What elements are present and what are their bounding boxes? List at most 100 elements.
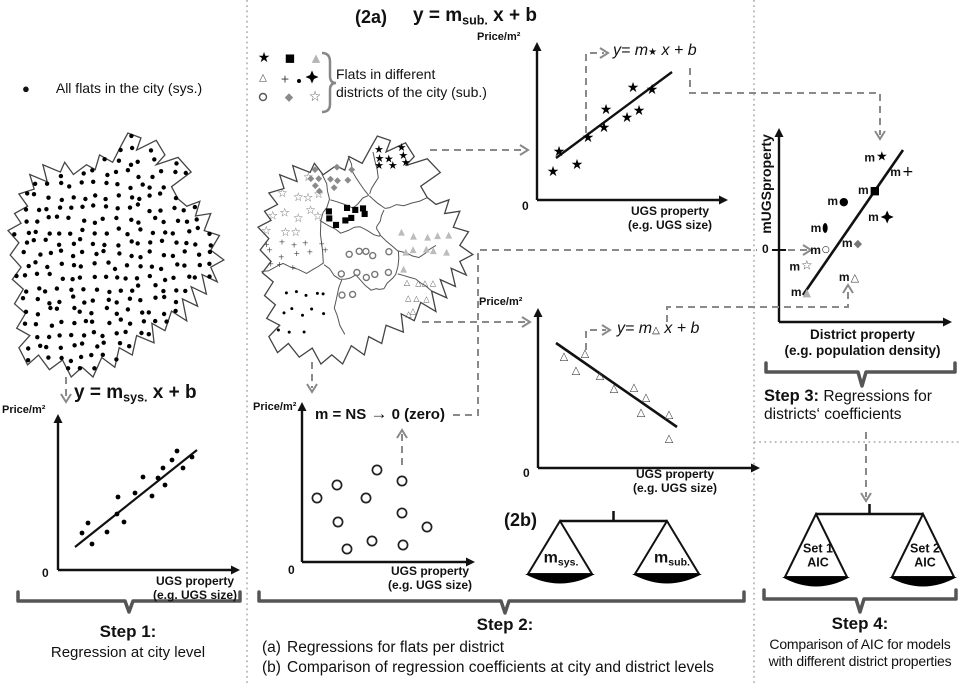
data-dot [189, 454, 195, 460]
symbol-legend: + [280, 73, 289, 86]
open-triangle-icon: △ [850, 270, 860, 284]
symbol-black-star: ★ [374, 143, 384, 156]
data-dot [79, 530, 85, 536]
district-border [330, 194, 369, 209]
star-plot-origin: 0 [522, 199, 529, 213]
district-four-point-star [370, 0, 414, 191]
symbol-black-square: ■ [351, 205, 359, 214]
axis-arrow-icon [719, 195, 728, 205]
coefficient-point-four-point-star: m [868, 210, 894, 224]
symbol-gray-triangle: ▲ [445, 230, 452, 240]
coefficient-label: m [857, 183, 869, 197]
data-dot [162, 482, 168, 488]
symbol-gray-diamond: ◆ [327, 174, 334, 184]
symbol-dot [276, 328, 280, 332]
axis-arrow-icon [751, 463, 760, 473]
balance-pan-set1: Set 1 AIC [803, 541, 833, 569]
symbol-gray-triangle: ▲ [402, 248, 409, 258]
arrowhead-icon [874, 130, 886, 141]
star-plot-ylabel: Price/m² [477, 31, 521, 43]
coefficient-label: m [890, 165, 901, 179]
coef-plot-zero: 0 [762, 242, 769, 256]
pan-bowl [525, 574, 595, 584]
coef-plot-ylabel: mUGSproperty [757, 134, 774, 234]
symbol-triangle: △ [610, 382, 619, 395]
symbol-triangle: △ [596, 369, 605, 382]
symbol-circle [348, 290, 357, 299]
symbol-legend: ☆ [309, 89, 322, 105]
symbol-legend: ★ [258, 50, 271, 66]
district-black-square: ■■■■■■■■■ [325, 203, 368, 229]
arrowhead-icon [802, 244, 813, 256]
plot1-ylabel: Price/m² [2, 404, 46, 416]
triangle-plot-origin: 0 [523, 466, 530, 480]
data-dot [160, 465, 166, 471]
coefficient-point-open-circle: m○ [810, 243, 830, 257]
district-border [333, 279, 346, 335]
symbol-black-square: ■ [343, 203, 351, 212]
symbol-black-square: ■ [361, 209, 369, 218]
symbol-circle [362, 247, 370, 256]
balance-pan-set2: Set 2 AIC [910, 541, 940, 569]
symbol-dot [322, 312, 326, 316]
coefficient-point-gray-diamond: m◆ [842, 236, 862, 250]
arrowhead-icon [599, 47, 610, 59]
symbol-gray-triangle: ▲ [410, 245, 417, 255]
city-legend: ●All flats in the city (sys.) [22, 80, 202, 97]
symbol-open-star: ☆ [279, 206, 290, 220]
symbol-star: ★ [600, 102, 613, 118]
axis-arrow-icon [466, 557, 475, 567]
pan-bowl [889, 577, 957, 587]
symbol-open-star: ☆ [303, 190, 314, 204]
balance-pan-msub: msub. [654, 549, 690, 569]
step2-brace [257, 590, 746, 615]
symbol-black-square: ■ [325, 207, 333, 216]
symbol-small-cross: + [318, 239, 325, 248]
symbol-triangle: △ [665, 432, 674, 445]
data-dot [140, 474, 146, 480]
symbol-circle [258, 92, 268, 102]
black-circle-icon: ● [839, 194, 849, 208]
symbol-dot [297, 79, 301, 83]
symbol-dot [294, 290, 298, 294]
symbol-open-triangle: △ [422, 279, 429, 288]
district-gray-triangle: ▲▲▲▲▲▲▲▲▲▲▲ [398, 228, 452, 275]
symbol-gray-diamond: ◆ [334, 176, 341, 186]
symbol-open-star: ☆ [305, 203, 316, 217]
symbol-star: ★ [553, 144, 566, 160]
symbol-triangle: △ [581, 347, 590, 360]
symbol-gray-triangle: ▲ [423, 245, 430, 255]
arrowhead-icon [521, 316, 532, 328]
symbol-open-star: ☆ [313, 209, 324, 223]
coefficient-point-black-circle: m● [827, 194, 848, 208]
black-star-icon: ★ [876, 149, 888, 165]
arrowhead-icon [60, 393, 72, 404]
coefficient-label: m [789, 259, 801, 273]
district-border [376, 209, 385, 237]
data-circle [360, 492, 372, 504]
regression-line-coefficients [801, 149, 905, 296]
legend-brace [321, 51, 337, 114]
symbol-dot [302, 330, 306, 334]
symbol-black-star: ★ [397, 141, 407, 154]
symbol-triangle: △ [572, 364, 581, 377]
symbol-legend: △ [259, 73, 267, 84]
symbol-open-triangle: △ [415, 278, 422, 287]
district-black-star: ★★★★★★★★ [374, 141, 411, 172]
step2-title: Step 2: [476, 615, 534, 634]
symbol-circle [353, 268, 361, 277]
data-dot [89, 541, 95, 547]
step4-brace [762, 588, 958, 614]
coefficient-label: m [790, 285, 802, 299]
regression-line-city [74, 449, 198, 548]
coefficient-label: m [868, 210, 879, 224]
district-border [379, 234, 400, 290]
circle-plot-ylabel: Price/m² [253, 401, 297, 413]
coef-plot-xlabel: District property (e.g. population densi… [784, 327, 941, 359]
zero-to-axis [453, 249, 757, 416]
symbol-open-triangle: △ [406, 310, 413, 319]
data-circle [397, 539, 409, 551]
symbol-open-star: ☆ [303, 170, 314, 184]
symbol-star: ★ [571, 157, 584, 173]
dot-icon: ● [22, 81, 30, 96]
